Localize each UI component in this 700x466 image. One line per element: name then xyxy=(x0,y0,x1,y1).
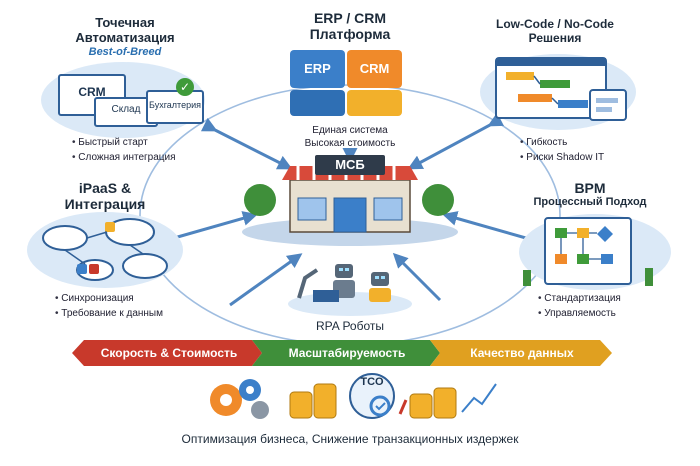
cloud-icon xyxy=(42,218,168,281)
banner-data-quality: Качество данных xyxy=(470,346,574,360)
tco-label: TCO xyxy=(360,376,384,388)
arrow-mid-right xyxy=(442,211,554,253)
mr-bullets: Стандартизация Управляемость xyxy=(538,292,621,321)
tr-title-line1: Low-Code / No-Code xyxy=(496,17,614,31)
arrow-bottom-right xyxy=(392,252,442,302)
ml-title: iPaaS & Интеграция xyxy=(45,180,165,212)
tl-bullet: Быстрый старт xyxy=(72,136,176,151)
window-accounting: Бухгалтерия xyxy=(146,90,204,124)
ml-title-line1: iPaaS & xyxy=(78,180,132,196)
tc-caption-line2: Высокая стоимость xyxy=(304,138,396,149)
lowcode-illustration xyxy=(480,54,636,130)
ml-title-line2: Интеграция xyxy=(64,196,146,213)
tl-title-line1: Точечная xyxy=(95,15,155,30)
tc-title-line1: ERP / CRM xyxy=(313,10,387,26)
ml-bullet: Синхронизация xyxy=(55,292,163,307)
tl-title-line2: Автоматизация xyxy=(75,29,175,45)
ml-bullets: Синхронизация Требование к данным xyxy=(55,292,163,321)
tc-caption-line1: Единая система xyxy=(312,125,388,136)
mr-bullet: Стандартизация xyxy=(538,292,621,307)
banner-speed-cost: Скорость & Стоимость xyxy=(100,346,238,360)
tc-title: ERP / CRM Платформа xyxy=(275,10,425,42)
ml-bullet: Требование к данным xyxy=(55,307,163,322)
check-icon: ✓ xyxy=(176,78,194,96)
banner-scalability: Масштабируемость xyxy=(288,346,406,360)
bpm-illustration xyxy=(519,214,671,290)
ipaas-illustration xyxy=(27,212,183,288)
tl-subtitle: Best-of-Breed xyxy=(88,45,162,58)
puzzle-piece-yellow xyxy=(347,90,402,116)
tl-bullets: Быстрый старт Сложная интеграция xyxy=(72,136,176,166)
arrow-bottom-left xyxy=(229,253,303,307)
tr-bullet: Риски Shadow IT xyxy=(520,151,604,166)
tr-title-line2: Решения xyxy=(528,30,582,45)
puzzle-piece-blue xyxy=(290,90,345,116)
gear-icon xyxy=(210,379,269,419)
store-sign: МСБ xyxy=(315,155,385,175)
tco-illustration xyxy=(210,373,497,419)
mr-title-line2: Процессный Подход xyxy=(533,196,647,209)
arrow-top-right xyxy=(407,112,505,170)
tl-title: Точечная Автоматизация Best-of-Breed xyxy=(60,15,190,59)
tl-bullet: Сложная интеграция xyxy=(72,151,175,166)
tc-caption: Единая система Высокая стоимость xyxy=(280,124,420,150)
mr-bullet: Управляемость xyxy=(538,307,621,322)
arrow-top-left xyxy=(200,117,293,170)
banner-backgrounds xyxy=(72,340,612,366)
tc-title-line2: Платформа xyxy=(309,26,391,43)
footer-caption: Оптимизация бизнеса, Снижение транзакцио… xyxy=(181,432,519,446)
rpa-label: RPA Роботы xyxy=(315,319,384,333)
mr-title: BPM Процессный Подход xyxy=(520,180,660,209)
mr-title-line1: BPM xyxy=(574,180,606,196)
tr-bullet: Гибкость xyxy=(520,136,604,151)
puzzle-crm: CRM xyxy=(347,50,402,88)
tr-title: Low-Code / No-Code Решения xyxy=(480,17,630,46)
coins-icon xyxy=(289,383,457,419)
rpa-illustration xyxy=(288,264,412,316)
store-illustration xyxy=(242,166,458,246)
puzzle-erp: ERP xyxy=(290,50,345,88)
robot-icon xyxy=(369,272,391,302)
tr-bullets: Гибкость Риски Shadow IT xyxy=(520,136,604,165)
